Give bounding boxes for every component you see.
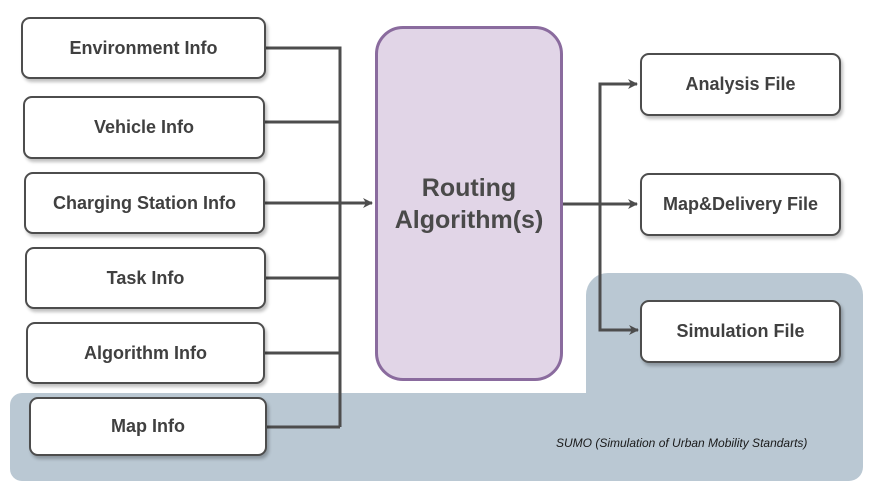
routing-title-line2: Algorithm(s) xyxy=(394,205,544,234)
routing-algorithm-box[interactable]: Routing Algorithm(s) xyxy=(375,26,563,381)
input-algorithm-info[interactable]: Algorithm Info xyxy=(26,322,265,384)
input-charging-station-info[interactable]: Charging Station Info xyxy=(24,172,265,234)
output-label: Map&Delivery File xyxy=(662,194,819,214)
input-label: Task Info xyxy=(106,267,185,288)
input-label: Environment Info xyxy=(69,37,218,58)
input-vehicle-info[interactable]: Vehicle Info xyxy=(23,96,265,159)
output-simulation-file[interactable]: Simulation File xyxy=(640,300,841,363)
input-environment-info[interactable]: Environment Info xyxy=(21,17,266,79)
routing-title-line1: Routing xyxy=(421,173,517,202)
input-label: Charging Station Info xyxy=(53,192,236,213)
input-label: Vehicle Info xyxy=(93,117,195,137)
input-task-info[interactable]: Task Info xyxy=(25,247,266,309)
connector-to-analysis xyxy=(598,79,638,330)
connector-environment xyxy=(265,46,342,427)
output-map-delivery-file[interactable]: Map&Delivery File xyxy=(640,173,841,236)
output-analysis-file[interactable]: Analysis File xyxy=(640,53,841,116)
connector-to-simulation xyxy=(598,250,639,335)
input-map-info[interactable]: Map Info xyxy=(29,397,267,456)
input-label: Map Info xyxy=(111,416,185,436)
output-label: Simulation File xyxy=(676,321,805,341)
output-label: Analysis File xyxy=(685,74,796,94)
sumo-region-label: SUMO (Simulation of Urban Mobility Stand… xyxy=(556,436,808,450)
input-label: Algorithm Info xyxy=(84,342,207,363)
